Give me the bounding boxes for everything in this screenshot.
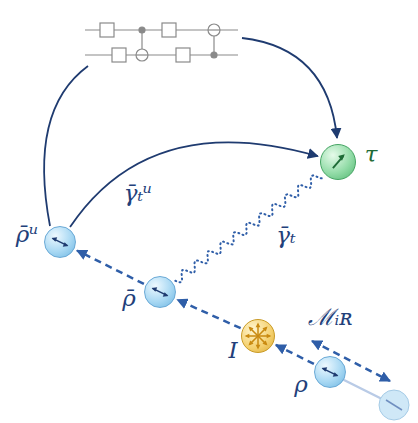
- circuit-arc: [44, 66, 88, 226]
- dashed-arrow: [276, 345, 314, 364]
- state-label: I: [228, 338, 237, 363]
- state-circle: ρ̄ᵘ: [44, 226, 76, 258]
- state-circle: ρ̄: [144, 276, 176, 308]
- state-label: τ: [365, 142, 378, 167]
- dashed-arrow: [177, 300, 240, 328]
- instrument-circle: I: [241, 319, 275, 353]
- quantum-circuit: [85, 23, 238, 62]
- target-circle: τ: [320, 144, 356, 180]
- state-label: ρ: [294, 372, 308, 397]
- dashed-arrow: [77, 250, 144, 283]
- state-circle: ρ: [314, 356, 346, 388]
- state-arrow: [386, 400, 402, 410]
- circuit-arc: [242, 38, 337, 138]
- channel-label: γ̄ₜᵘ: [124, 181, 153, 206]
- state-label: ρ̄ᵘ: [16, 222, 39, 247]
- state-label: ρ̄: [122, 286, 136, 311]
- measurement-label: ℳᵢʀ: [308, 305, 353, 330]
- arc-connector: [70, 142, 318, 227]
- chain-tail: [340, 378, 382, 399]
- faded-state: [379, 390, 409, 420]
- channel-label: γ̄ₜ: [276, 223, 295, 248]
- wavy-connector: [175, 175, 322, 282]
